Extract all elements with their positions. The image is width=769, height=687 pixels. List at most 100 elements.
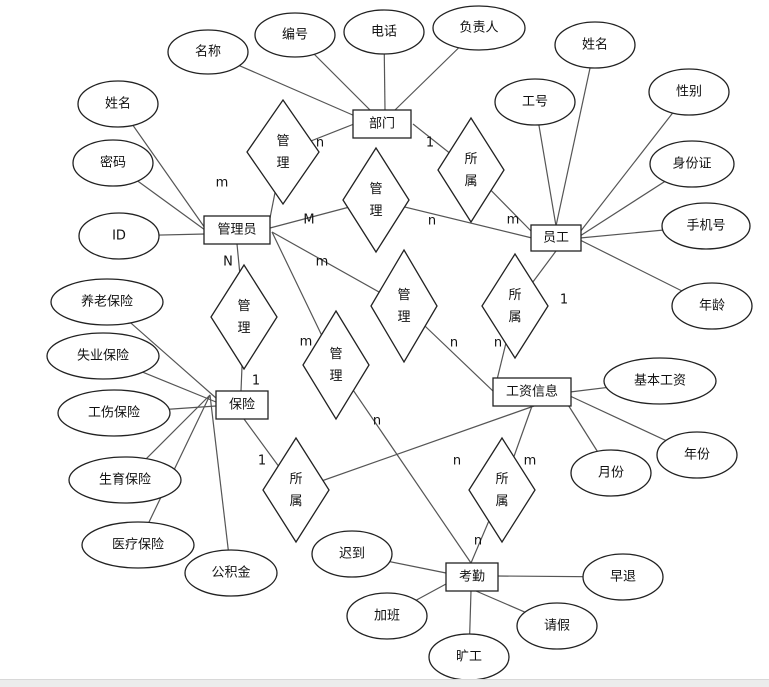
relationship-diamond	[262, 436, 330, 544]
attribute-label: 请假	[544, 619, 570, 634]
relationship-r5: 管理	[370, 248, 438, 364]
attribute-label: 姓名	[582, 37, 608, 53]
entity-attend: 考勤	[445, 562, 499, 592]
attribute-label: 迟到	[339, 547, 365, 562]
attribute-ellipse	[167, 29, 249, 75]
relationship-label: 所属	[289, 472, 302, 509]
relationship-r4: 管理	[210, 263, 278, 371]
cardinality-r7-from: m	[300, 335, 313, 350]
attribute-label: 旷工	[456, 650, 482, 665]
cardinality-r1-from: m	[216, 176, 229, 191]
attribute-ellipse	[516, 602, 598, 650]
attribute-a-ins-fund: 公积金	[184, 549, 278, 597]
relationship-label: 管理	[369, 182, 382, 219]
entity-salary: 工资信息	[492, 377, 572, 407]
attribute-ellipse	[346, 592, 428, 640]
relationship-r2: 所属	[437, 116, 505, 224]
attribute-label: 年份	[684, 448, 710, 463]
attribute-a-emp-name: 姓名	[554, 21, 636, 69]
attribute-link-a-emp-sex	[579, 91, 690, 233]
attribute-label: 名称	[195, 44, 221, 60]
relationship-label: 所属	[508, 288, 521, 325]
attribute-ellipse	[603, 357, 717, 405]
attribute-a-sal-base: 基本工资	[603, 357, 717, 405]
attribute-ellipse	[343, 9, 425, 55]
cardinality-r9-from: m	[524, 454, 537, 469]
attribute-link-a-emp-name	[555, 44, 596, 227]
attribute-label: 年龄	[699, 299, 725, 314]
attribute-ellipse	[554, 21, 636, 69]
attribute-ellipse	[254, 12, 336, 58]
relationship-label: 所属	[464, 152, 477, 189]
relationship-r6: 所属	[481, 252, 549, 360]
attribute-label: 加班	[374, 609, 400, 624]
attribute-a-att-over: 加班	[346, 592, 428, 640]
attribute-ellipse	[582, 553, 664, 601]
relationship-diamond	[468, 436, 536, 544]
entity-ins: 保险	[215, 390, 269, 420]
nodes-layer: 名称编号电话负责人姓名密码ID工号姓名性别身份证手机号年龄养老保险失业保险工伤保…	[46, 5, 753, 679]
attribute-a-admin-name: 姓名	[77, 80, 159, 128]
attribute-a-emp-age: 年龄	[671, 282, 753, 330]
attribute-a-sal-month: 月份	[570, 449, 652, 497]
attribute-label: 基本工资	[634, 374, 686, 389]
entity-emp: 员工	[530, 224, 582, 252]
cardinality-r5-from: m	[316, 255, 329, 270]
attribute-a-sal-year: 年份	[656, 431, 738, 479]
attribute-ellipse	[311, 530, 393, 578]
attribute-a-ins-medical: 医疗保险	[81, 521, 195, 569]
cardinality-r7-to: n	[373, 414, 381, 429]
entity-box	[215, 390, 269, 420]
entity-box	[530, 224, 582, 252]
attribute-label: 密码	[100, 155, 126, 171]
relationship-r9: 所属	[468, 436, 536, 544]
attribute-ellipse	[671, 282, 753, 330]
cardinality-r1-to: n	[316, 136, 324, 151]
relationship-diamond	[210, 263, 278, 371]
attribute-a-dept-tel: 电话	[343, 9, 425, 55]
cardinality-r6-to: n	[494, 336, 502, 351]
attribute-ellipse	[46, 332, 160, 380]
relationship-label: 管理	[329, 347, 342, 384]
cardinality-r5-to: n	[450, 336, 458, 351]
relationship-diamond	[246, 98, 320, 206]
attribute-ellipse	[570, 449, 652, 497]
attribute-a-ins-pension: 养老保险	[50, 278, 164, 326]
entity-label: 考勤	[459, 570, 485, 585]
attribute-a-admin-pwd: 密码	[72, 139, 154, 187]
attribute-label: 月份	[598, 466, 624, 481]
attribute-label: 早退	[610, 570, 636, 585]
cardinality-r8-to: n	[453, 454, 461, 469]
attribute-label: 手机号	[686, 219, 725, 234]
entity-label: 部门	[369, 117, 395, 132]
attribute-label: 公积金	[211, 565, 250, 581]
entity-box	[445, 562, 499, 592]
entity-label: 员工	[543, 231, 569, 246]
relationship-label: 管理	[397, 288, 410, 325]
attribute-ellipse	[656, 431, 738, 479]
entity-label: 保险	[229, 398, 255, 413]
relationship-diamond	[342, 146, 410, 254]
cardinality-r2-from: 1	[426, 136, 434, 151]
entity-admin: 管理员	[203, 215, 271, 245]
cardinality-r2-to: m	[507, 213, 520, 228]
relationship-label: 管理	[276, 134, 289, 171]
relationship-r8: 所属	[262, 436, 330, 544]
attribute-a-ins-unemp: 失业保险	[46, 332, 160, 380]
relationship-label: 所属	[495, 472, 508, 509]
attribute-a-dept-head: 负责人	[432, 5, 526, 51]
cardinality-r3-from: M	[303, 213, 314, 228]
attribute-link-a-ins-fund	[209, 394, 232, 574]
cardinality-r9-to: n	[474, 534, 482, 549]
relationship-diamond	[481, 252, 549, 360]
attribute-label: 工伤保险	[88, 406, 140, 421]
attribute-a-ins-birth: 生育保险	[68, 456, 182, 504]
relationship-r7: 管理	[302, 309, 370, 421]
attribute-a-att-early: 早退	[582, 553, 664, 601]
attribute-ellipse	[649, 140, 735, 188]
relationship-r1: 管理	[246, 98, 320, 206]
cardinality-r8-from: 1	[258, 454, 266, 469]
cardinality-r4-to: 1	[252, 374, 260, 389]
